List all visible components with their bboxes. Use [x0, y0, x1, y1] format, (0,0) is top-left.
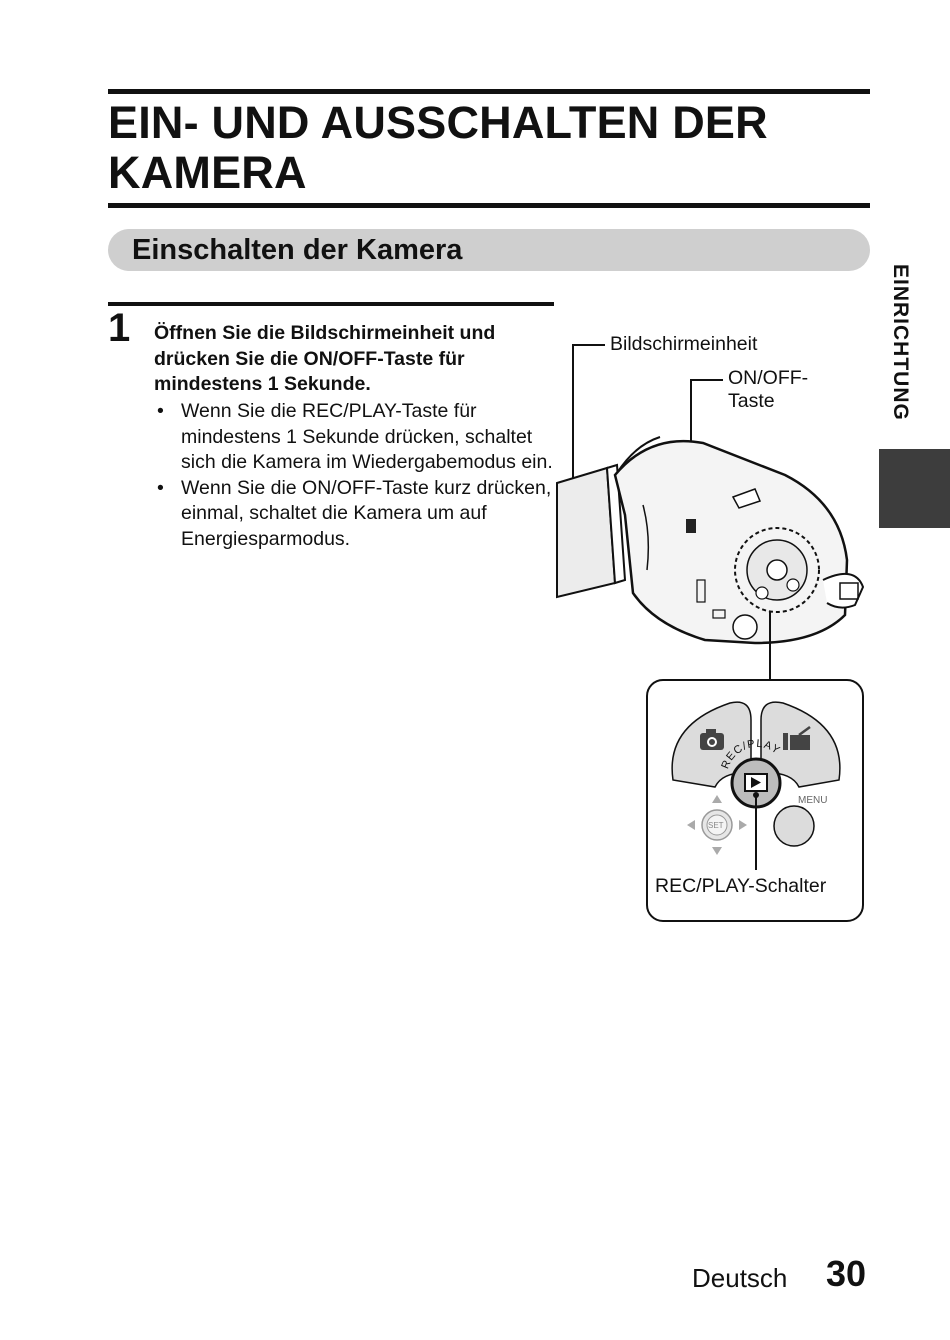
body-round-button	[732, 614, 758, 640]
top-button	[731, 488, 762, 509]
control-dial-center	[766, 559, 788, 581]
control-small-button	[786, 578, 800, 592]
strap-buckle	[839, 582, 859, 600]
menu-button	[773, 805, 815, 847]
lens-rim	[616, 436, 661, 474]
lcd-screen	[556, 466, 617, 599]
rec-play-leader-dot	[753, 792, 759, 798]
control-small-button	[755, 586, 769, 600]
arrow-down-icon	[712, 847, 722, 855]
camera-body	[613, 439, 849, 645]
hand-strap	[822, 572, 865, 609]
step-bullet-list: • Wenn Sie die REC/PLAY-Taste für mindes…	[154, 399, 554, 552]
hinge-line	[624, 514, 634, 594]
side-tab-marker	[879, 449, 950, 528]
section-heading-bar: Einschalten der Kamera	[108, 229, 870, 271]
step-title: Öffnen Sie die Bildschirmeinheit und drü…	[154, 322, 496, 395]
step-rule	[108, 302, 554, 306]
onoff-button	[686, 519, 696, 533]
page-title: EIN- UND AUSSCHALTEN DER KAMERA	[108, 97, 768, 198]
lcd-screen-edge	[605, 463, 627, 585]
menu-text: MENU	[798, 795, 827, 806]
label-onoff-button: ON/OFF- Taste	[728, 367, 809, 412]
title-bottom-rule	[108, 203, 870, 208]
list-item: • Wenn Sie die ON/OFF-Taste kurz drücken…	[154, 476, 554, 553]
label-screen-unit: Bildschirmeinheit	[610, 333, 758, 355]
camera-illustration: REC/PLAY MENU SET Bildschirmeinheit ON/O…	[555, 325, 875, 935]
list-item: • Wenn Sie die REC/PLAY-Taste für mindes…	[154, 399, 554, 476]
camera-drawing: REC/PLAY MENU SET	[556, 344, 865, 922]
bullet-text: Wenn Sie die ON/OFF-Taste kurz drücken, …	[181, 476, 552, 550]
bullet-text: Wenn Sie die REC/PLAY-Taste für mindeste…	[181, 400, 553, 473]
title-top-rule	[108, 89, 870, 94]
camera-icon	[700, 729, 724, 750]
bullet-mark: •	[157, 400, 164, 422]
body-slot	[712, 609, 726, 619]
play-icon	[744, 773, 768, 792]
label-rec-play-switch: REC/PLAY-Schalter	[655, 875, 827, 897]
bullet-mark: •	[157, 476, 164, 499]
video-camera-icon	[783, 725, 811, 750]
screen-leader-line	[572, 344, 605, 485]
body-slot	[696, 579, 706, 603]
arrow-left-icon	[687, 820, 695, 830]
arrow-up-icon	[712, 795, 722, 803]
set-pad-center	[706, 814, 728, 836]
side-tab-label: EINRICHTUNG	[889, 264, 912, 421]
step-number: 1	[108, 306, 131, 350]
set-text: SET	[708, 821, 724, 830]
arrow-right-icon	[739, 820, 747, 830]
page-number: 30	[826, 1253, 867, 1294]
section-title: Einschalten der Kamera	[132, 234, 463, 266]
control-area-outline	[734, 527, 820, 613]
hinge-detail	[642, 504, 650, 571]
footer-language: Deutsch	[692, 1263, 788, 1293]
